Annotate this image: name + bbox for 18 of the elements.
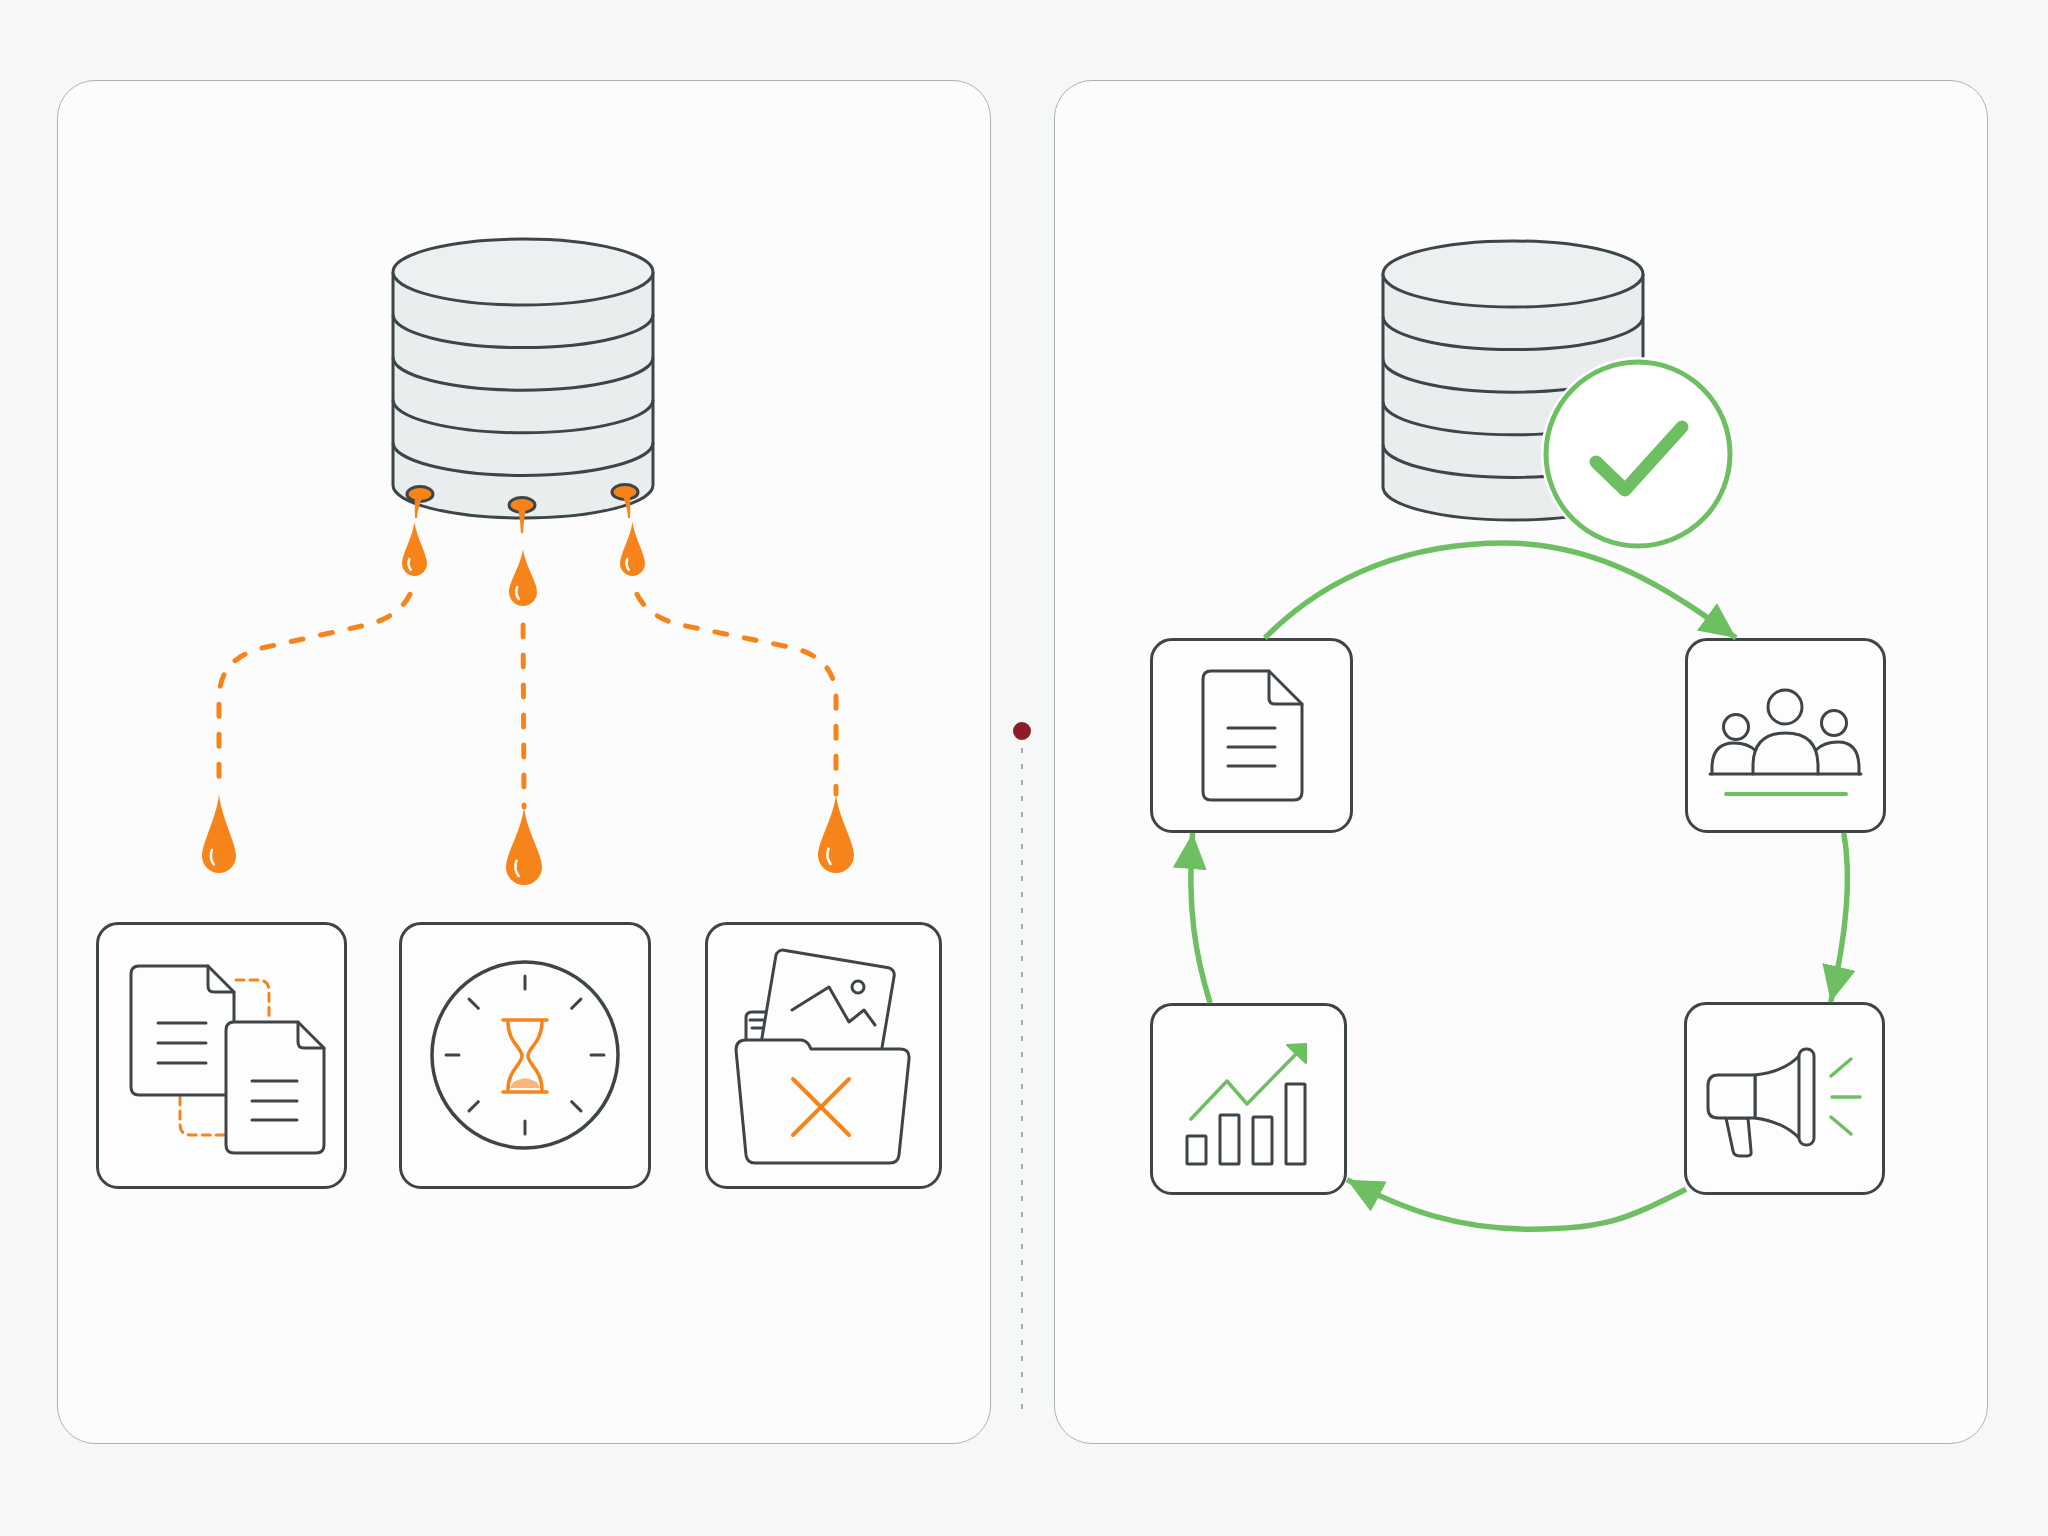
curved-arrow: [1822, 832, 1856, 1003]
liquid-drop: [507, 548, 538, 607]
liquid-drop: [400, 521, 428, 577]
icon-tile: [398, 921, 651, 1189]
database-cylinder: [390, 236, 655, 534]
icon-tile: [1684, 637, 1886, 833]
liquid-drop: [504, 806, 543, 886]
icon-tile: [1149, 637, 1353, 833]
icon-tile: [95, 921, 347, 1189]
icon-tile: [1683, 1001, 1885, 1195]
curved-arrow: [1263, 540, 1738, 641]
curved-arrow: [1173, 832, 1213, 1004]
liquid-drop: [618, 521, 646, 577]
icon-tile: [704, 921, 942, 1189]
curved-arrow: [1345, 1177, 1688, 1232]
icon-tile: [1149, 1002, 1347, 1195]
panel: [1054, 80, 1988, 1444]
panel: [57, 80, 991, 1444]
